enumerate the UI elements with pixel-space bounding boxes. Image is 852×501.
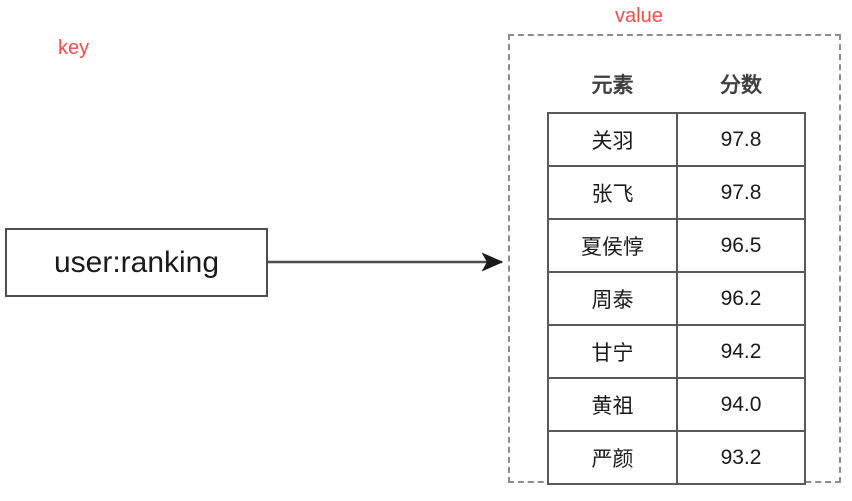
table-row: 严颜 93.2 <box>547 430 806 485</box>
table-header: 元素 分数 <box>548 55 805 113</box>
cell-score: 93.2 <box>676 430 806 485</box>
cell-member: 甘宁 <box>547 324 678 379</box>
value-annotation-label: value <box>615 5 663 27</box>
key-box: user:ranking <box>5 228 268 297</box>
cell-score: 96.2 <box>676 271 806 326</box>
cell-member: 夏侯惇 <box>547 218 678 273</box>
cell-score: 97.8 <box>676 112 806 167</box>
arrow-connector-icon <box>266 252 504 272</box>
table-row: 甘宁 94.2 <box>547 324 806 379</box>
cell-member: 周泰 <box>547 271 678 326</box>
cell-score: 94.0 <box>676 377 806 432</box>
table-row: 黄祖 94.0 <box>547 377 806 432</box>
column-header-member: 元素 <box>591 73 634 97</box>
table-row: 张飞 97.8 <box>547 165 806 220</box>
table-row: 周泰 96.2 <box>547 271 806 326</box>
cell-score: 94.2 <box>676 324 806 379</box>
key-annotation-label: key <box>58 37 90 59</box>
table-header-row: 元素 分数 <box>548 55 805 113</box>
table-row: 夏侯惇 96.5 <box>547 218 806 273</box>
cell-member: 严颜 <box>547 430 678 485</box>
table-row: 关羽 97.8 <box>547 112 806 167</box>
cell-member: 关羽 <box>547 112 678 167</box>
table-body: 关羽 97.8 张飞 97.8 夏侯惇 96.5 周泰 96.2 甘宁 94.2… <box>547 112 806 485</box>
zset-table: 元素 分数 关羽 97.8 张飞 97.8 夏侯惇 96.5 周泰 96.2 甘 <box>547 55 806 485</box>
column-header-score: 分数 <box>720 73 762 97</box>
key-name-text: user:ranking <box>53 245 220 279</box>
cell-score: 97.8 <box>676 165 806 220</box>
cell-member: 张飞 <box>547 165 678 220</box>
cell-score: 96.5 <box>676 218 806 273</box>
cell-member: 黄祖 <box>547 377 678 432</box>
